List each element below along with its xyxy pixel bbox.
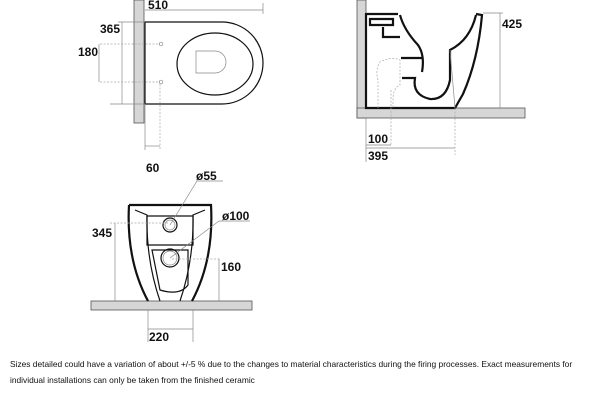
dim-width: 510 <box>148 0 168 12</box>
bowl-rim <box>176 32 254 96</box>
dim-projection: 395 <box>368 149 388 163</box>
outlet-circle <box>160 248 180 268</box>
seat-opening <box>195 50 227 74</box>
top-view: 510 365 180 60 <box>78 0 264 175</box>
toilet-outline-rear <box>127 203 213 302</box>
rear-view: ø55 ø100 345 160 220 <box>90 169 253 344</box>
dim-outlet-offset: 100 <box>368 132 388 146</box>
dim-inlet-diameter: ø55 <box>196 169 217 183</box>
dim-outlet-height: 160 <box>221 260 241 274</box>
disclaimer-text: Sizes detailed could have a variation of… <box>10 359 573 385</box>
side-view: 425 100 395 <box>356 0 526 163</box>
toilet-outline-side <box>364 12 484 110</box>
dim-fixing-offset: 60 <box>146 161 160 175</box>
dim-outlet-diameter: ø100 <box>222 209 250 223</box>
dim-base-width: 220 <box>149 330 169 344</box>
dim-fixing-spacing: 180 <box>78 45 98 59</box>
wall <box>356 0 367 119</box>
dim-depth: 365 <box>100 22 120 36</box>
floor <box>356 107 526 119</box>
fixing-hole-icon <box>158 79 164 85</box>
wall-plate <box>133 0 145 124</box>
fixing-hole-icon <box>158 41 164 47</box>
floor <box>90 300 253 311</box>
inlet-circle <box>162 217 178 233</box>
dim-inlet-height: 345 <box>92 226 112 240</box>
dim-height: 425 <box>502 17 522 31</box>
toilet-outline-top <box>144 21 264 105</box>
